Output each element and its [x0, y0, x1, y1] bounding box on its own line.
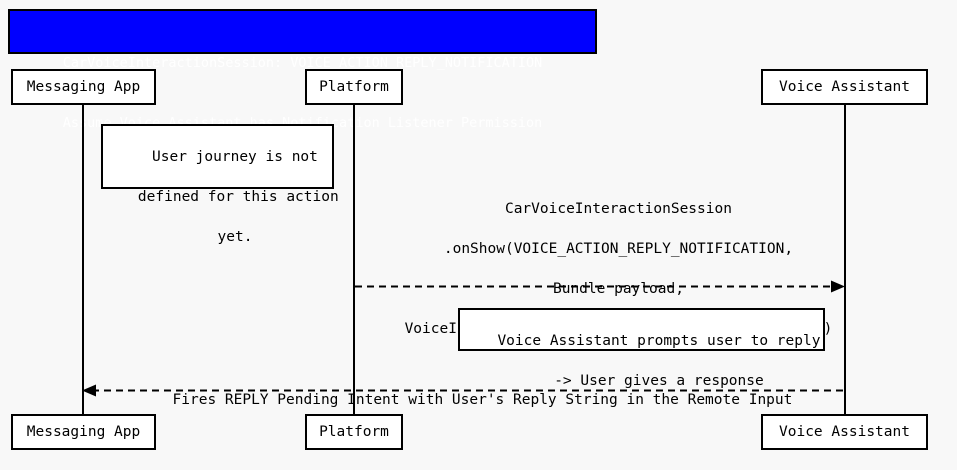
diagram-title-box: CarVoiceInteractionSession: VOICE_ACTION…	[8, 9, 597, 131]
message-label-onshow-line-2: .onShow(VOICE_ACTION_REPLY_NOTIFICATION,	[443, 241, 794, 257]
note-user-journey: User journey is not defined for this act…	[101, 124, 339, 245]
note-voice-prompt-line-1: Voice Assistant prompts user to reply	[497, 333, 821, 349]
participant-head-voice-assistant[interactable]: Voice Assistant	[761, 69, 928, 105]
message-label-onshow-line-3: Bundle payload,	[552, 281, 684, 297]
message-label-onshow-line-1: CarVoiceInteractionSession	[504, 201, 732, 217]
lifeline-messaging-app	[82, 105, 84, 415]
diagram-title-line-1: CarVoiceInteractionSession: VOICE_ACTION…	[62, 55, 543, 71]
note-user-journey-line-1: User journey is not	[152, 149, 318, 165]
message-label-reply-intent-line-1: Fires REPLY Pending Intent with User's R…	[172, 392, 793, 408]
participant-foot-voice-assistant[interactable]: Voice Assistant	[761, 414, 928, 450]
lifeline-platform	[353, 105, 355, 415]
participant-foot-platform[interactable]: Platform	[305, 414, 403, 450]
participant-head-platform[interactable]: Platform	[305, 69, 403, 105]
message-label-reply-intent: Fires REPLY Pending Intent with User's R…	[86, 370, 844, 430]
participant-head-messaging-app[interactable]: Messaging App	[11, 69, 156, 105]
note-voice-prompt: Voice Assistant prompts user to reply ->…	[458, 308, 825, 389]
note-voice-prompt-line-2: -> User gives a response	[554, 373, 764, 389]
note-user-journey-line-3: yet.	[217, 229, 253, 245]
note-user-journey-line-2: defined for this action	[137, 189, 339, 205]
lifeline-voice-assistant	[844, 105, 846, 415]
participant-foot-messaging-app[interactable]: Messaging App	[11, 414, 156, 450]
